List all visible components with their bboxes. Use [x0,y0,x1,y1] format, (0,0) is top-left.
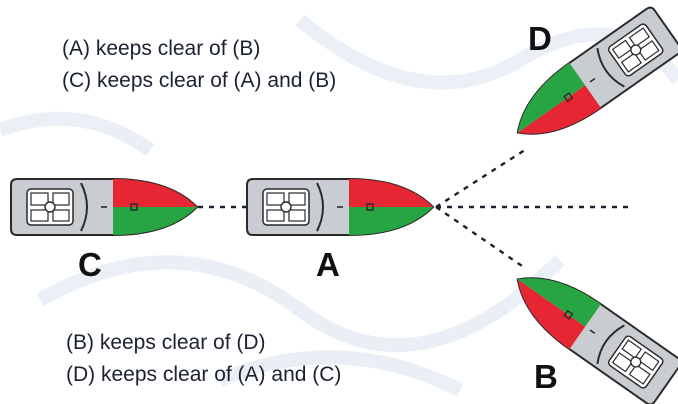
boat-label-c: C [78,246,102,283]
boat-label-a: A [316,246,340,283]
rule-b-keeps-clear-of-d: (B) keeps clear of (D) [66,331,266,354]
boat-label-b: B [534,358,558,395]
bearing-line-a-b [435,206,526,269]
bearing-lines [198,146,628,269]
bearing-line-a-d [435,146,529,209]
boat-label-d: D [528,20,552,57]
rule-d-keeps-clear: (D) keeps clear of (A) and (C) [66,363,342,386]
rule-a-keeps-clear-of-b: (A) keeps clear of (B) [62,37,261,60]
rule-c-keeps-clear: (C) keeps clear of (A) and (B) [62,69,337,92]
